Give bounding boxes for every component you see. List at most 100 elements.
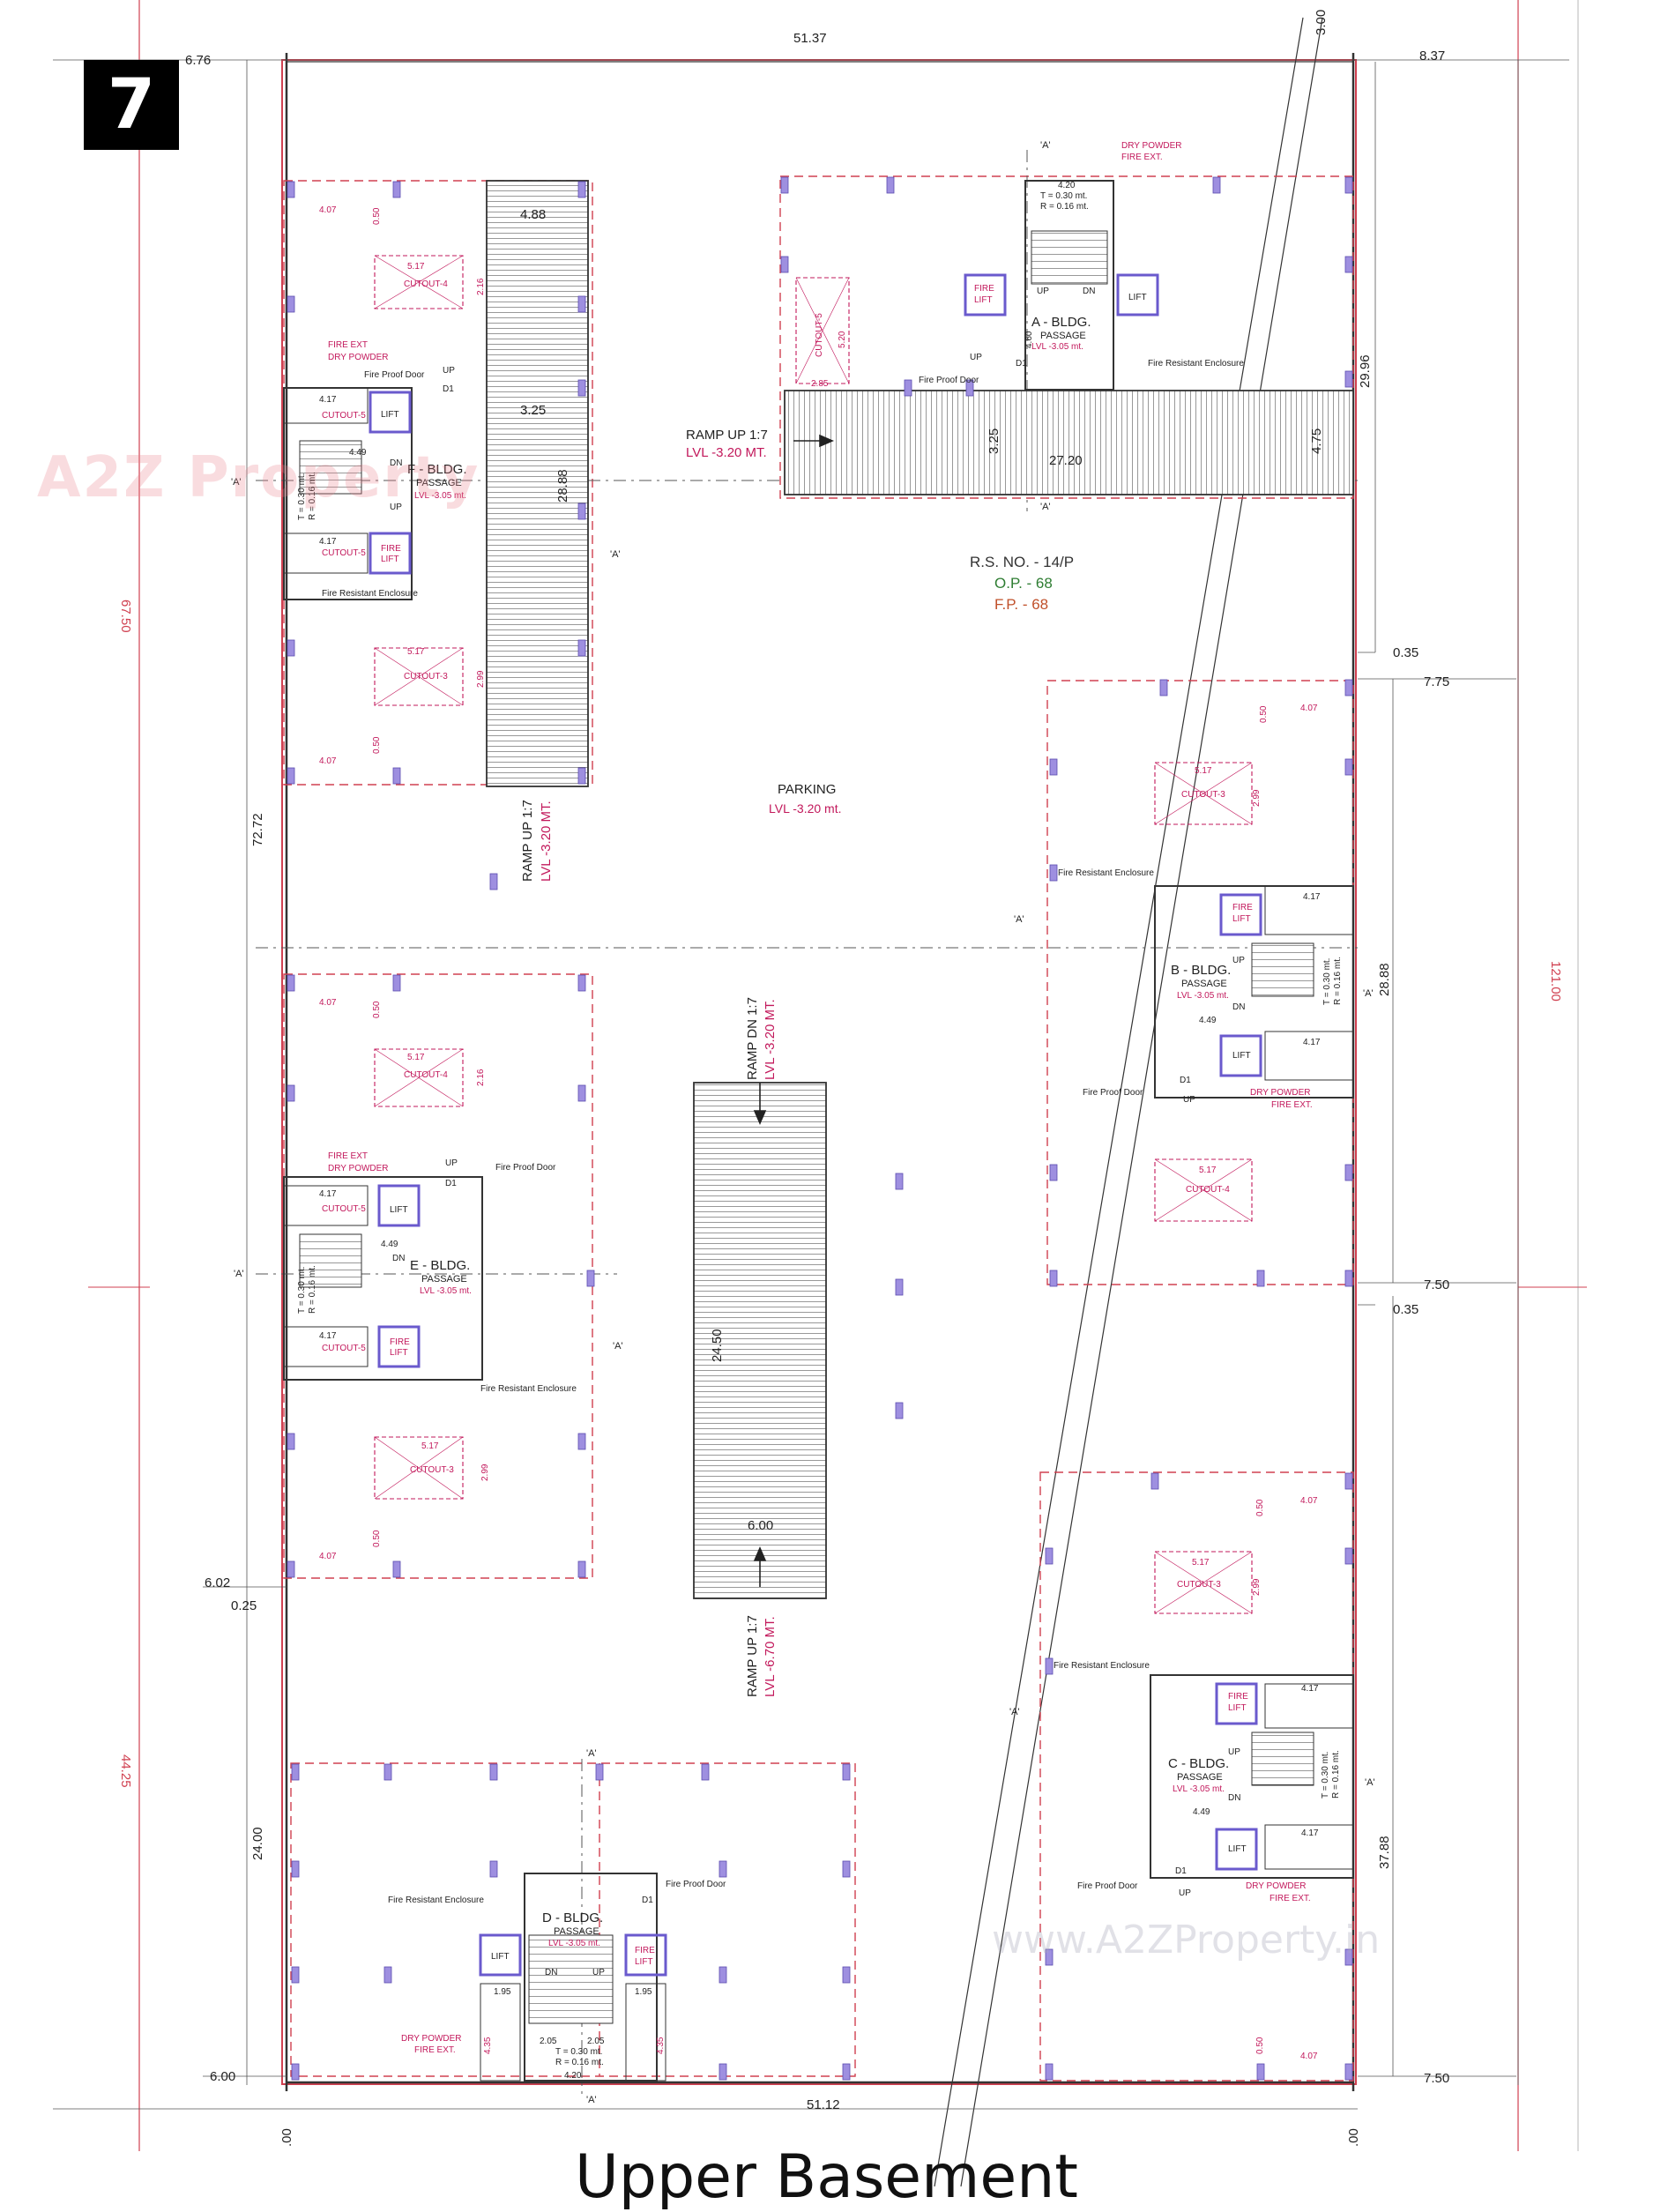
bldg-f-riser: R = 0.16 mt. <box>308 472 317 520</box>
dim-bottom-00b: .00 <box>1346 2128 1361 2147</box>
bldg-f-cutout5b: CUTOUT-5 <box>322 548 366 558</box>
structural-column <box>1344 758 1353 776</box>
structural-column <box>291 1763 300 1781</box>
bldg-d-d1: D1 <box>642 1895 653 1905</box>
bldg-f-passage: PASSAGE <box>416 478 462 488</box>
bldg-d-up: UP <box>592 1968 605 1977</box>
bldg-f-050a: 0.50 <box>372 207 382 225</box>
structural-column <box>287 1560 295 1578</box>
dim-left-2400: 24.00 <box>250 1827 265 1860</box>
bldg-c-407b: 4.07 <box>1300 2052 1318 2061</box>
bldg-c-section-right: 'A' <box>1365 1777 1375 1788</box>
bldg-a-section-bottom: 'A' <box>1040 502 1051 512</box>
left-ramp-level: LVL -3.20 MT. <box>539 801 554 882</box>
bldg-f-dry-powder: DRY POWDER <box>328 353 389 362</box>
structural-column <box>1344 1270 1353 1287</box>
bldg-d-section-top: 'A' <box>586 1748 597 1759</box>
core-F <box>283 387 413 600</box>
structural-column <box>719 2063 727 2081</box>
structural-column <box>701 1763 710 1781</box>
bldg-c-fire-proof-door: Fire Proof Door <box>1077 1881 1138 1891</box>
top-ramp-w1: 3.25 <box>987 428 1001 454</box>
structural-column <box>577 1433 586 1450</box>
bldg-c-d1: D1 <box>1175 1866 1187 1876</box>
structural-column <box>1344 679 1353 696</box>
bldg-f-level: LVL -3.05 mt. <box>414 491 466 501</box>
bldg-b-name: B - BLDG. <box>1171 963 1231 978</box>
structural-column <box>287 639 295 657</box>
dim-right-035a: 0.35 <box>1393 645 1418 660</box>
structural-column <box>1212 176 1221 194</box>
bldg-c-fire-enclosure: Fire Resistant Enclosure <box>1054 1661 1150 1671</box>
bldg-f-fire-enclosure: Fire Resistant Enclosure <box>322 589 418 599</box>
bldg-f-cutout5a: CUTOUT-5 <box>322 411 366 421</box>
bldg-d-section-bottom: 'A' <box>586 2095 597 2105</box>
bldg-e-407a: 4.07 <box>319 998 337 1008</box>
bldg-f-up2: UP <box>390 503 402 512</box>
structural-column <box>383 1763 392 1781</box>
left-ramp-width: 4.88 <box>520 207 546 222</box>
bldg-b-fire: FIRE <box>1232 903 1253 912</box>
structural-column <box>287 1433 295 1450</box>
bldg-e-section-right: 'A' <box>613 1341 623 1352</box>
sheet-frame <box>88 0 1587 2151</box>
bldg-e-cutout4: CUTOUT-4 <box>404 1070 448 1080</box>
bldg-b-517b: 5.17 <box>1199 1166 1217 1175</box>
bldg-d-name: D - BLDG. <box>542 1910 603 1925</box>
structural-column <box>1049 1164 1058 1181</box>
bldg-f-417b: 4.17 <box>319 537 337 547</box>
bldg-c-section-left: 'A' <box>1009 1707 1020 1717</box>
bldg-b-449: 4.49 <box>1199 1016 1217 1025</box>
bldg-b-d1: D1 <box>1180 1076 1191 1085</box>
left-ramp-label: RAMP UP 1:7 <box>520 800 535 882</box>
bldg-f-d1: D1 <box>443 384 454 394</box>
bldg-e-050b: 0.50 <box>372 1530 382 1547</box>
bldg-a-level: LVL -3.05 mt. <box>1031 342 1083 352</box>
bldg-e-cutout3: CUTOUT-3 <box>410 1465 454 1475</box>
structural-column <box>886 176 895 194</box>
bldg-b-riser: R = 0.16 mt. <box>1333 957 1343 1005</box>
structural-column <box>895 1402 904 1419</box>
bldg-e-fire-lift: LIFT <box>390 1348 408 1358</box>
ramp-arrows <box>753 434 835 1587</box>
dim-left-6750: 67.50 <box>118 600 133 633</box>
parking-level: LVL -3.20 mt. <box>769 801 841 816</box>
structural-column <box>1045 1948 1054 1966</box>
bldg-d-passage: PASSAGE <box>554 1926 599 1937</box>
bldg-a-460: 4.60 <box>1024 331 1034 348</box>
bldg-b-fire-lift: LIFT <box>1232 914 1251 924</box>
bldg-c-417b: 4.17 <box>1301 1828 1319 1838</box>
parking-label: PARKING <box>778 782 836 797</box>
bldg-c-passage: PASSAGE <box>1177 1772 1223 1783</box>
dim-top-left: 6.76 <box>185 53 211 68</box>
structural-column <box>1256 2063 1265 2081</box>
structural-column <box>577 181 586 198</box>
structural-column <box>392 767 401 785</box>
diagonal-reference-lines <box>934 17 1323 2187</box>
bldg-e-407b: 4.07 <box>319 1552 337 1561</box>
bldg-d-dn: DN <box>545 1968 557 1977</box>
core-B <box>1154 885 1354 1099</box>
structural-column <box>595 1763 604 1781</box>
structural-column <box>287 767 295 785</box>
bldg-c-cutout3: CUTOUT-3 <box>1177 1580 1221 1590</box>
bldg-b-up: UP <box>1232 956 1245 965</box>
bldg-b-407: 4.07 <box>1300 704 1318 713</box>
dim-left-602: 6.02 <box>205 1575 230 1590</box>
bldg-f-fire-proof-door: Fire Proof Door <box>364 370 425 380</box>
center-ramp-width: 6.00 <box>748 1518 773 1533</box>
bldg-f-lift: LIFT <box>381 410 399 420</box>
bldg-e-level: LVL -3.05 mt. <box>420 1286 472 1296</box>
top-ramp-w2: 4.75 <box>1309 428 1324 454</box>
bldg-f-449: 4.49 <box>349 448 367 458</box>
bldg-e-050a: 0.50 <box>372 1001 382 1018</box>
bldg-f-cutout3: CUTOUT-3 <box>404 672 448 681</box>
bldg-a-tread: T = 0.30 mt. <box>1040 191 1087 201</box>
bldg-c-level: LVL -3.05 mt. <box>1173 1784 1225 1794</box>
dim-top-right-small: 3.00 <box>1314 10 1329 35</box>
structural-column <box>577 1084 586 1102</box>
structural-column <box>1049 758 1058 776</box>
bldg-e-lift: LIFT <box>390 1205 408 1215</box>
structural-column <box>1256 1270 1265 1287</box>
